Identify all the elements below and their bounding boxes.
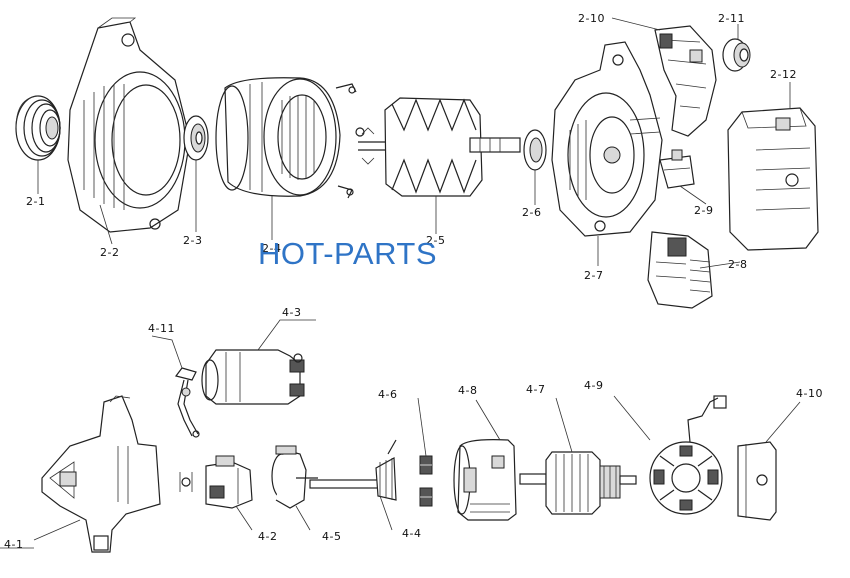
part-4-9-brush-holder[interactable] — [649, 395, 727, 515]
part-4-1-drive-housing[interactable] — [41, 395, 161, 553]
part-2-5-rotor[interactable] — [355, 97, 521, 197]
part-4-2-clutch[interactable] — [179, 455, 253, 509]
part-2-7-rear-housing[interactable] — [551, 41, 663, 237]
upper-assembly: 2-1 2-2 2-3 2-4 2-5 2-6 2-7 2-8 2-9 2-10… — [15, 12, 819, 309]
label-2-2: 2-2 — [100, 246, 119, 259]
label-4-11: 4-11 — [148, 322, 175, 335]
part-4-5-carrier[interactable] — [271, 445, 318, 509]
lower-leaders — [0, 319, 801, 549]
part-4-6-bearing[interactable] — [419, 455, 433, 507]
label-4-10: 4-10 — [796, 387, 823, 400]
upper-leaders — [37, 17, 791, 269]
part-2-1-pulley[interactable] — [15, 95, 61, 161]
part-4-3-solenoid[interactable] — [201, 349, 305, 405]
part-2-11-cap[interactable] — [722, 38, 751, 72]
label-2-8: 2-8 — [728, 258, 747, 271]
part-2-3-bearing[interactable] — [183, 115, 209, 161]
label-4-2: 4-2 — [258, 530, 277, 543]
label-2-5: 2-5 — [426, 234, 445, 247]
lower-labels: 4-1 4-2 4-5 4-4 4-6 4-8 4-7 4-9 4-10 4-3… — [4, 306, 823, 551]
label-4-9: 4-9 — [584, 379, 603, 392]
part-2-10-rectifier[interactable] — [654, 25, 717, 137]
part-2-6-bearing[interactable] — [523, 129, 547, 171]
part-2-2-front-housing[interactable] — [67, 17, 191, 233]
label-4-1: 4-1 — [4, 538, 23, 551]
part-4-7-armature[interactable] — [519, 451, 637, 515]
part-2-4-stator[interactable] — [215, 77, 357, 199]
label-4-3: 4-3 — [282, 306, 301, 319]
part-2-9-terminal[interactable] — [659, 149, 695, 189]
part-2-8-regulator[interactable] — [647, 231, 713, 309]
part-4-4-shaft[interactable] — [309, 439, 397, 501]
part-2-12-rear-cover[interactable] — [727, 107, 819, 251]
upper-labels: 2-1 2-2 2-3 2-4 2-5 2-6 2-7 2-8 2-9 2-10… — [26, 12, 797, 282]
watermark-text: HOT-PARTS — [258, 236, 438, 271]
label-2-3: 2-3 — [183, 234, 202, 247]
part-4-10-end-cover[interactable] — [737, 441, 777, 521]
label-2-1: 2-1 — [26, 195, 45, 208]
label-2-6: 2-6 — [522, 206, 541, 219]
label-4-7: 4-7 — [526, 383, 545, 396]
label-4-5: 4-5 — [322, 530, 341, 543]
part-4-8-yoke[interactable] — [453, 439, 517, 521]
label-2-9: 2-9 — [694, 204, 713, 217]
label-4-6: 4-6 — [378, 388, 397, 401]
label-2-12: 2-12 — [770, 68, 797, 81]
label-4-4: 4-4 — [402, 527, 421, 540]
part-4-11-lever[interactable] — [174, 367, 200, 438]
label-2-4: 2-4 — [262, 242, 281, 255]
label-2-7: 2-7 — [584, 269, 603, 282]
label-4-8: 4-8 — [458, 384, 477, 397]
lower-assembly: 4-1 4-2 4-5 4-4 4-6 4-8 4-7 4-9 4-10 4-3… — [0, 306, 823, 553]
label-2-11: 2-11 — [718, 12, 745, 25]
label-2-10: 2-10 — [578, 12, 605, 25]
